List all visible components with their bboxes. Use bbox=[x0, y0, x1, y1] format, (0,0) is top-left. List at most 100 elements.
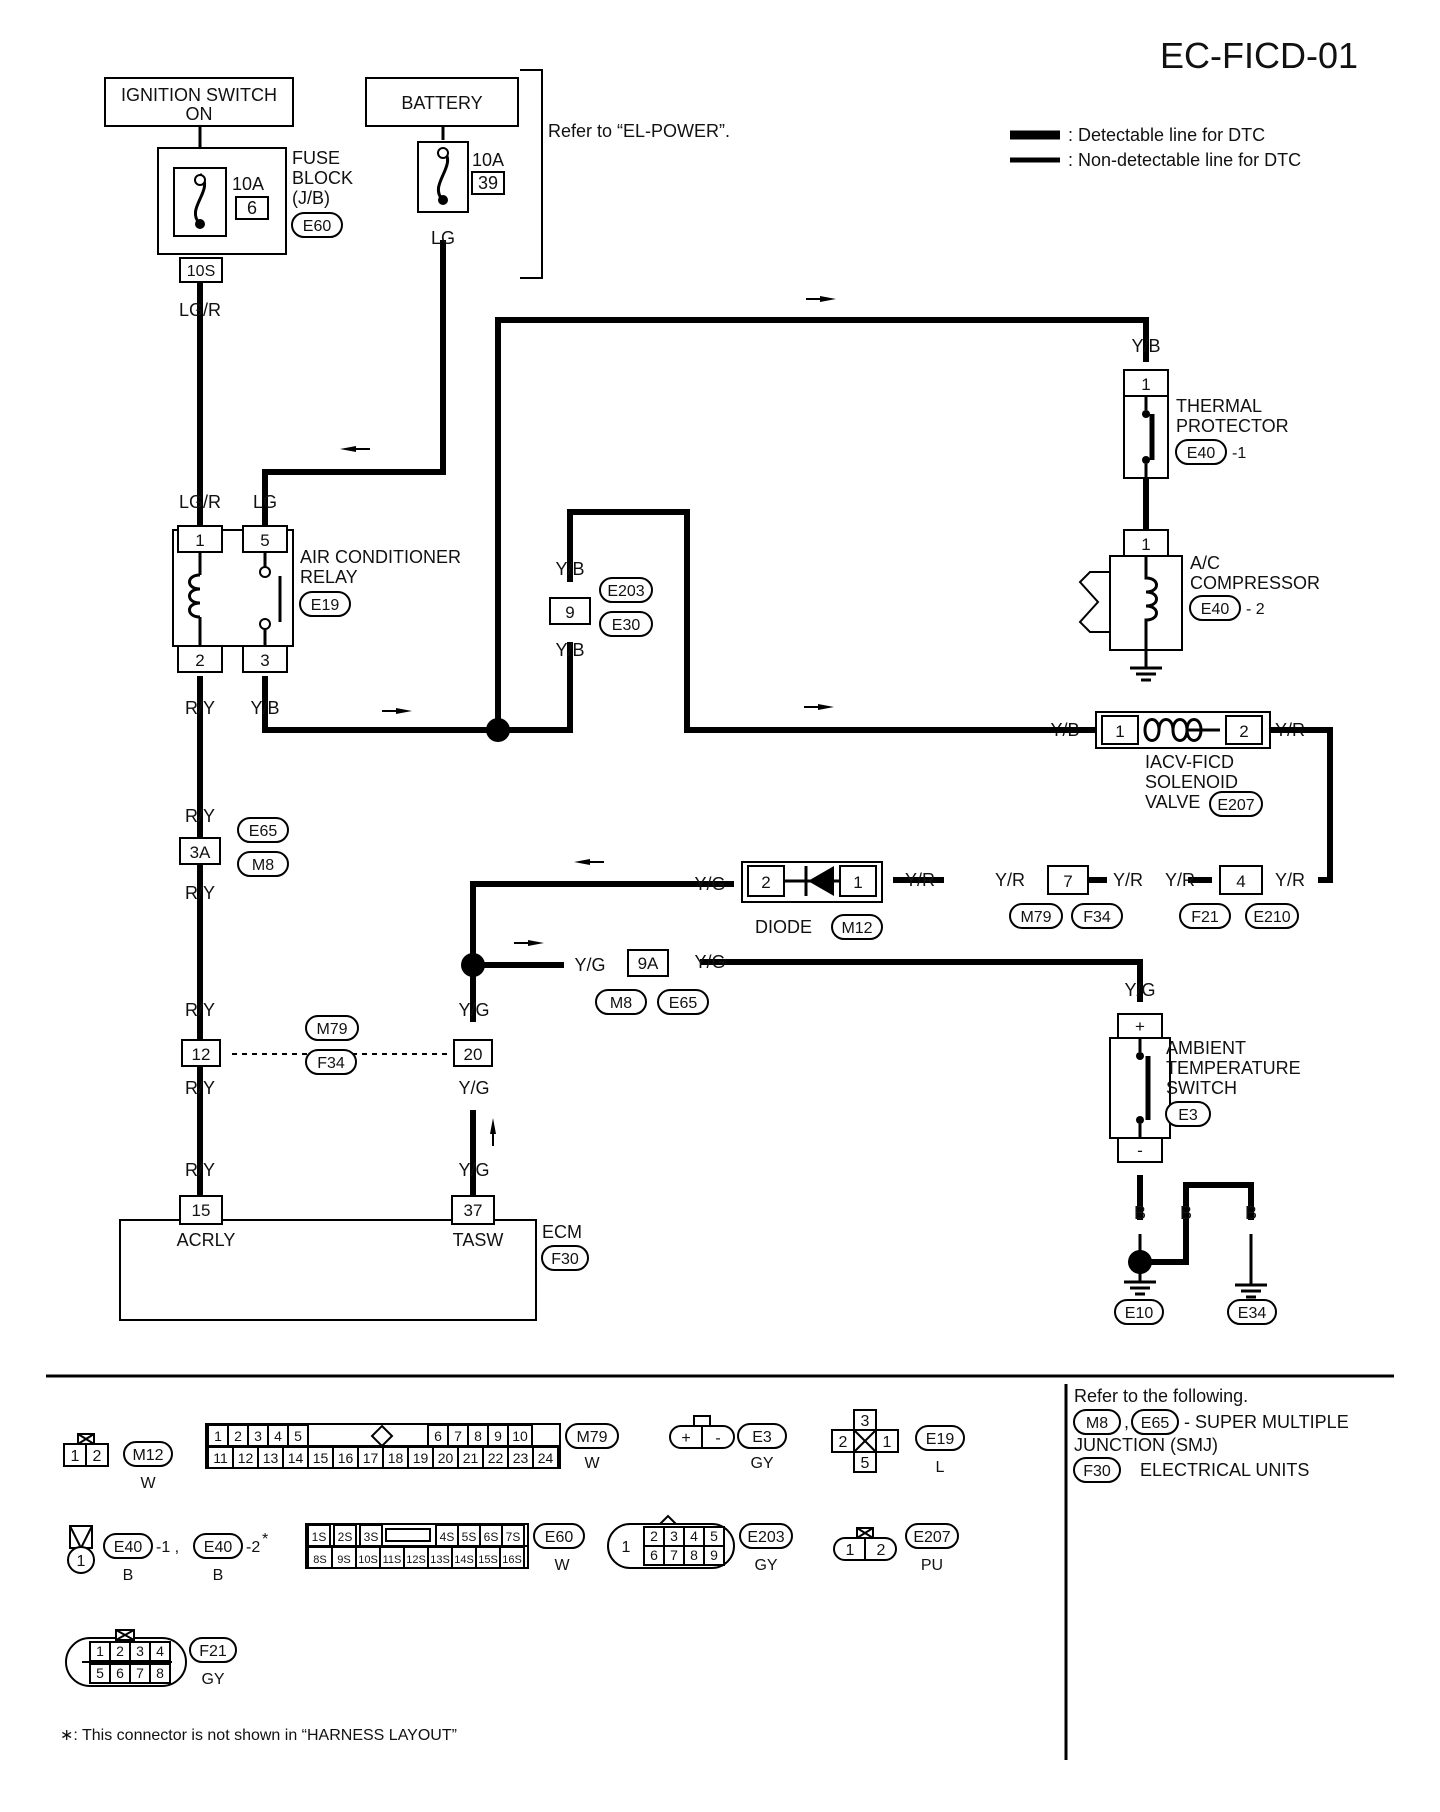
svg-text:1: 1 bbox=[846, 1542, 855, 1559]
svg-text:M8: M8 bbox=[610, 995, 632, 1012]
connector-pin: 6S bbox=[484, 1530, 499, 1544]
connector-pin: 2 bbox=[116, 1643, 124, 1659]
svg-text:E203: E203 bbox=[607, 583, 644, 600]
connector-pin: 4 bbox=[156, 1643, 164, 1659]
connector-pin: 17 bbox=[363, 1450, 379, 1466]
svg-text:1: 1 bbox=[195, 531, 204, 550]
fuse-39: 10A 39 bbox=[417, 141, 505, 213]
ac-relay: 1 5 2 3 AIR CONDITIONER RELAY E19 bbox=[172, 525, 461, 673]
connector-pin: 11S bbox=[383, 1554, 402, 1566]
connector-pin: 8 bbox=[474, 1428, 482, 1444]
svg-text:E34: E34 bbox=[1238, 1305, 1267, 1322]
connector-pin: 3S bbox=[364, 1530, 379, 1544]
svg-text:W: W bbox=[554, 1557, 570, 1574]
footnote: ∗: This connector is not shown in “HARNE… bbox=[60, 1727, 457, 1744]
connector-pin: 2 bbox=[650, 1528, 658, 1544]
svg-text:LG: LG bbox=[253, 492, 277, 512]
svg-text:E203: E203 bbox=[747, 1529, 784, 1546]
svg-text:TASW: TASW bbox=[453, 1230, 504, 1250]
joint-m8-9a: 9A M8 E65 bbox=[595, 949, 709, 1015]
svg-text:2: 2 bbox=[195, 651, 204, 670]
fuse-block: 10A 6 FUSE BLOCK (J/B) E60 10S bbox=[157, 147, 353, 283]
svg-text:9: 9 bbox=[565, 603, 574, 622]
connector-pin: 5 bbox=[294, 1428, 302, 1444]
svg-text:F34: F34 bbox=[317, 1055, 345, 1072]
svg-text:AMBIENT: AMBIENT bbox=[1166, 1038, 1246, 1058]
svg-text:B: B bbox=[213, 1567, 224, 1584]
svg-text:R/Y: R/Y bbox=[185, 1078, 215, 1098]
ambient-temperature-switch: + - AMBIENT TEMPERATURE SWITCH E3 bbox=[1109, 1013, 1301, 1163]
connector-pin: 13S bbox=[430, 1554, 450, 1566]
refer-notes: Refer to the following. M8 , E65 - SUPER… bbox=[1073, 1386, 1349, 1483]
joint-f21: 4 F21 E210 bbox=[1179, 865, 1299, 929]
svg-text:E40: E40 bbox=[1201, 601, 1230, 618]
ground-e34: E34 bbox=[1227, 1283, 1277, 1325]
svg-text:(J/B): (J/B) bbox=[292, 188, 330, 208]
svg-text:3: 3 bbox=[260, 651, 269, 670]
svg-text:JUNCTION (SMJ): JUNCTION (SMJ) bbox=[1074, 1435, 1218, 1455]
connector-pin: 4 bbox=[274, 1428, 282, 1444]
connector-pin: 21 bbox=[463, 1450, 479, 1466]
refer-el-power: Refer to “EL-POWER”. bbox=[548, 121, 730, 141]
connector-pin: 4S bbox=[440, 1530, 455, 1544]
svg-text:DIODE: DIODE bbox=[755, 917, 812, 937]
svg-text:TEMPERATURE: TEMPERATURE bbox=[1166, 1058, 1301, 1078]
svg-text:M8: M8 bbox=[1086, 1415, 1108, 1432]
connector-e3: + - E3 GY bbox=[669, 1415, 787, 1472]
connector-pin: 15 bbox=[313, 1450, 329, 1466]
svg-text:E207: E207 bbox=[913, 1529, 950, 1546]
svg-text:Y/B: Y/B bbox=[555, 559, 584, 579]
svg-text:15: 15 bbox=[192, 1201, 211, 1220]
svg-text:E19: E19 bbox=[311, 597, 340, 614]
svg-text:E40: E40 bbox=[1187, 445, 1216, 462]
connector-pin: 3 bbox=[254, 1428, 262, 1444]
svg-text:R/Y: R/Y bbox=[185, 698, 215, 718]
wires bbox=[197, 126, 1333, 1285]
svg-text:2: 2 bbox=[93, 1448, 102, 1465]
connector-pin: 7 bbox=[454, 1428, 462, 1444]
svg-text:R/Y: R/Y bbox=[185, 806, 215, 826]
connector-pin: 6 bbox=[650, 1547, 658, 1563]
svg-text:Y/G: Y/G bbox=[694, 874, 725, 894]
svg-text:3A: 3A bbox=[190, 843, 211, 862]
svg-text:L: L bbox=[936, 1459, 945, 1476]
svg-text:F30: F30 bbox=[551, 1251, 579, 1268]
svg-text:GY: GY bbox=[201, 1671, 224, 1688]
svg-text:B: B bbox=[123, 1567, 134, 1584]
svg-text:Y/R: Y/R bbox=[1275, 870, 1305, 890]
connector-e19: 3 2 1 5 E19 L bbox=[831, 1409, 965, 1476]
svg-text:Refer to the following.: Refer to the following. bbox=[1074, 1386, 1248, 1406]
svg-text:E210: E210 bbox=[1253, 909, 1290, 926]
svg-text:F21: F21 bbox=[1191, 909, 1219, 926]
svg-text:1: 1 bbox=[622, 1539, 631, 1556]
svg-text:Y/G: Y/G bbox=[458, 1078, 489, 1098]
joint-m79-7: 7 M79 F34 bbox=[1009, 865, 1123, 929]
svg-text:E60: E60 bbox=[545, 1529, 574, 1546]
svg-text:1: 1 bbox=[77, 1553, 86, 1570]
connector-pin: 15S bbox=[478, 1554, 498, 1566]
svg-text:10A: 10A bbox=[232, 174, 264, 194]
svg-text:2: 2 bbox=[877, 1542, 886, 1559]
connector-pin: 8 bbox=[156, 1665, 164, 1681]
svg-text:BLOCK: BLOCK bbox=[292, 168, 353, 188]
connector-pin: 18 bbox=[388, 1450, 404, 1466]
svg-text:M79: M79 bbox=[1020, 909, 1051, 926]
svg-text:E65: E65 bbox=[249, 823, 278, 840]
legend-non-detectable-text: : Non-detectable line for DTC bbox=[1068, 150, 1301, 170]
ac-compressor: 1 A/C COMPRESSOR E40 - 2 bbox=[1078, 529, 1320, 682]
connector-pin: 16S bbox=[502, 1554, 522, 1566]
joint-m79-12-20: 12 20 M79 F34 bbox=[181, 1015, 493, 1075]
diode: 2 1 DIODE M12 bbox=[741, 861, 883, 940]
iacv-ficd-solenoid: 1 2 IACV-FICD SOLENOID VALVE E207 bbox=[1046, 711, 1316, 817]
thermal-protector: 1 THERMAL PROTECTOR E40 -1 bbox=[1123, 369, 1289, 479]
svg-text:20: 20 bbox=[464, 1045, 483, 1064]
svg-text:2: 2 bbox=[839, 1434, 848, 1451]
svg-text:Y/B: Y/B bbox=[250, 698, 279, 718]
svg-text:*: * bbox=[262, 1531, 268, 1548]
svg-text:LG: LG bbox=[431, 228, 455, 248]
svg-text:R/Y: R/Y bbox=[185, 883, 215, 903]
connector-pin: 8 bbox=[690, 1547, 698, 1563]
svg-text:IGNITION SWITCH: IGNITION SWITCH bbox=[121, 85, 277, 105]
connector-m12: 1 2 M12 W bbox=[63, 1433, 173, 1492]
connector-e40: 1 E40 -1 , E40 -2 * B B bbox=[67, 1525, 268, 1584]
